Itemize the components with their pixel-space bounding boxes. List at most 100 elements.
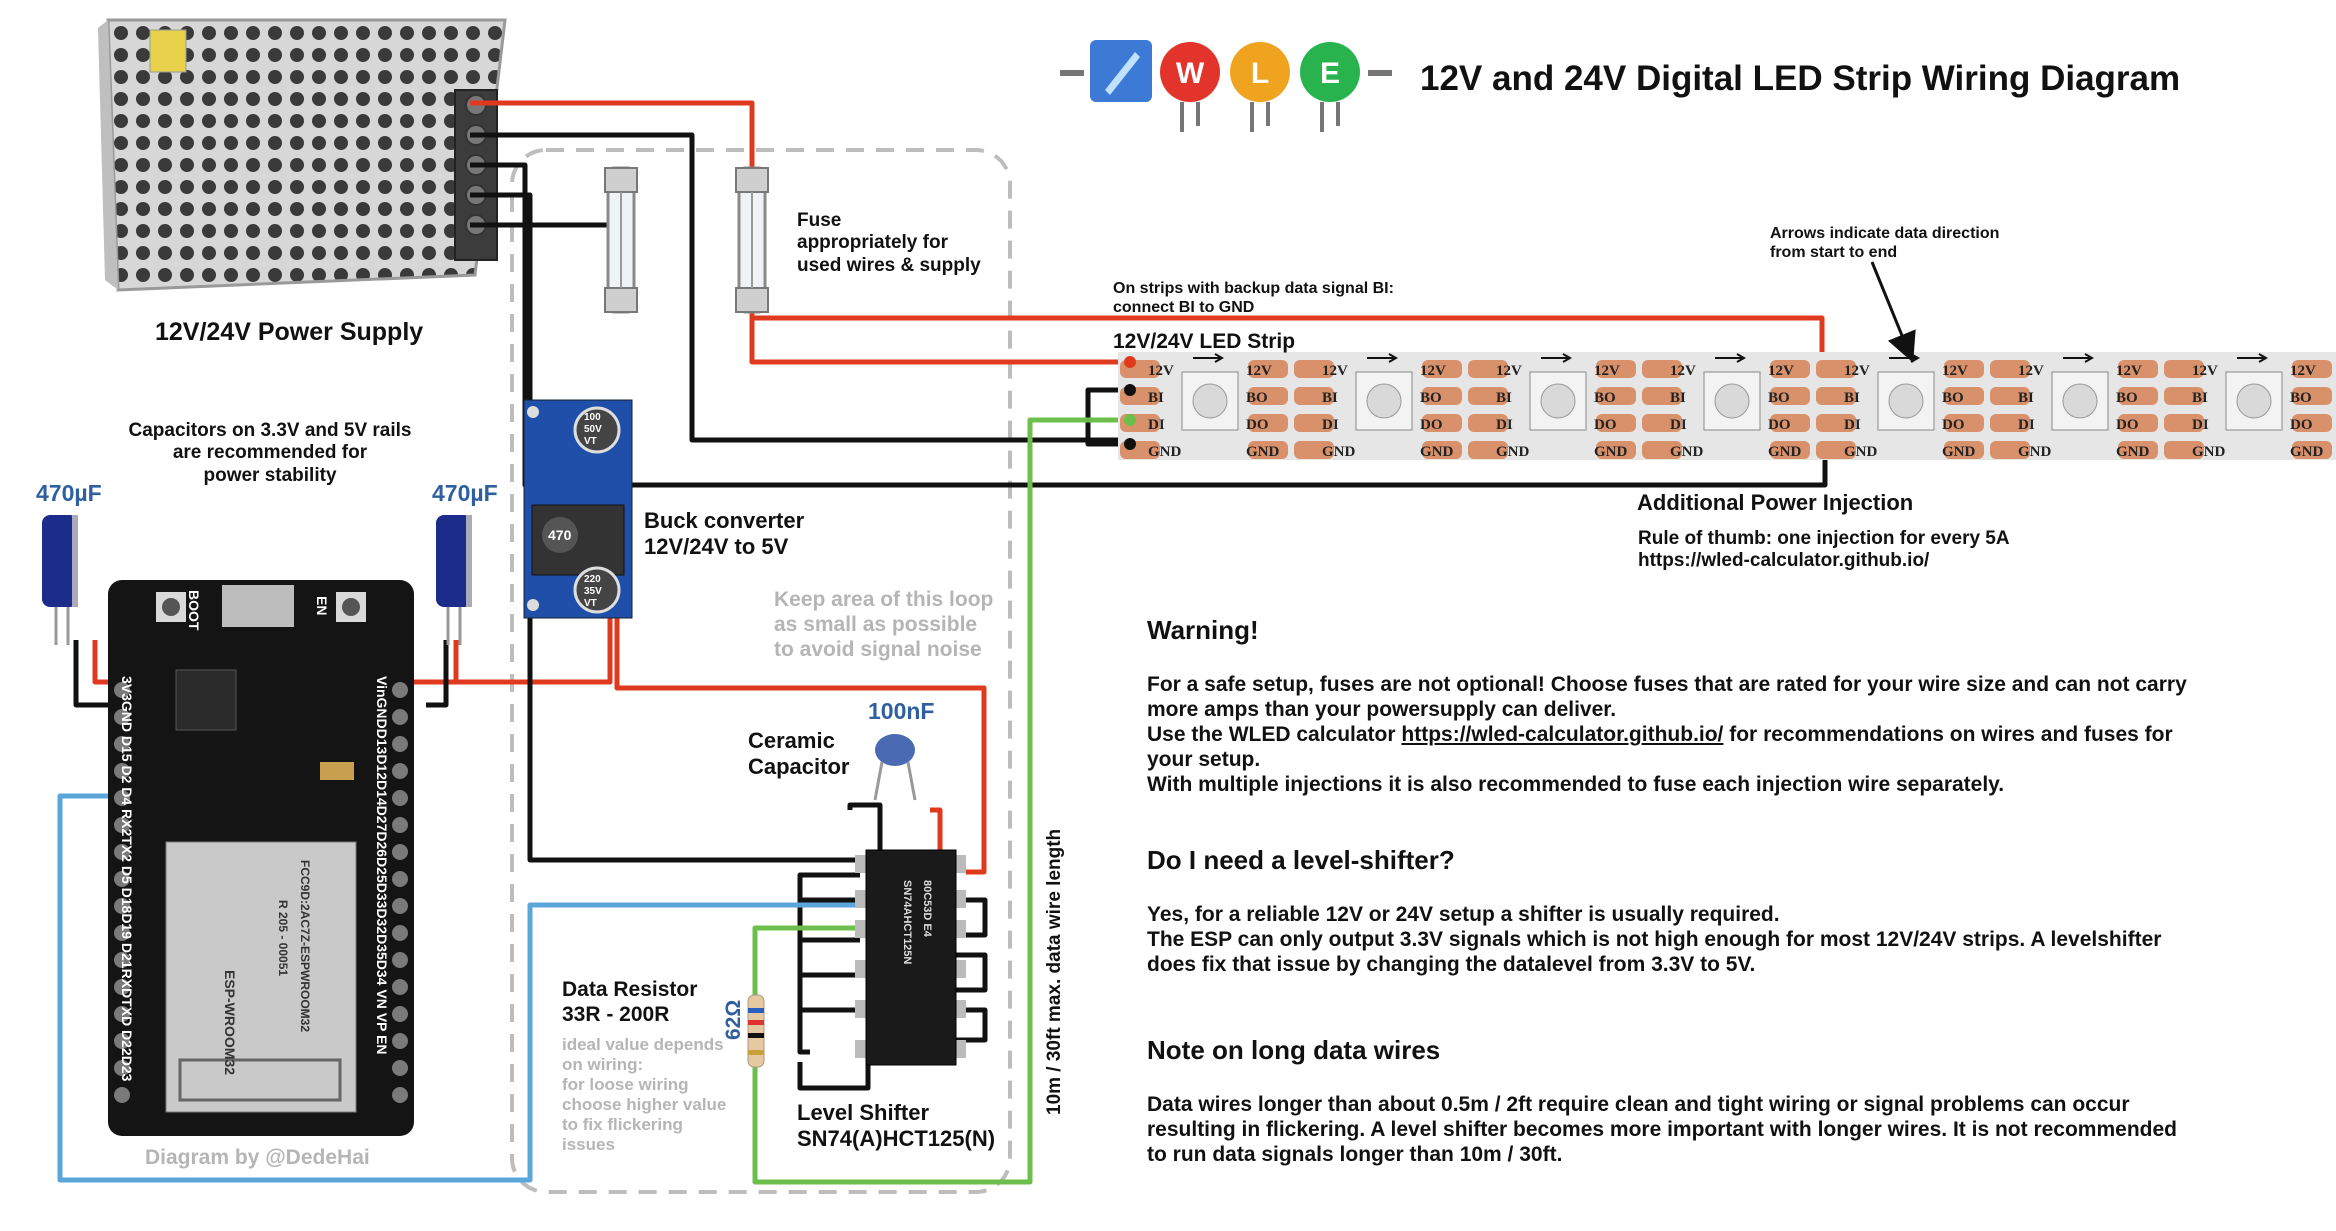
strip-pad-label: DI	[1670, 417, 1687, 433]
esp-pin-hole	[114, 898, 130, 914]
strip-pad-label: BI	[1844, 390, 1860, 406]
data-wire-strip	[752, 417, 1130, 1185]
notes-paragraph: Use the WLED calculator https://wled-cal…	[1147, 723, 2173, 771]
strip-pad	[1642, 360, 1682, 378]
strip-pad-label: 12V	[1942, 363, 1968, 379]
level-shifter-chip	[855, 849, 966, 1066]
strip-pad	[1294, 387, 1334, 405]
buck-cap-bottom-1: 220	[584, 574, 601, 585]
buck-converter-label: Buck converter 12V/24V to 5V	[644, 508, 804, 560]
strip-pad	[2118, 441, 2158, 459]
esp-en-label: EN	[314, 596, 330, 616]
data-direction-mini-arrow	[2063, 353, 2095, 363]
arrows-note: Arrows indicate data direction from star…	[1770, 225, 1999, 263]
strip-pad-label: 12V	[2192, 363, 2218, 379]
notes-section: Warning!For a safe setup, fuses are not …	[1147, 615, 2197, 797]
strip-pad	[1816, 414, 1856, 432]
esp-pin-hole	[392, 1087, 408, 1103]
credit: Diagram by @DedeHai	[145, 1146, 370, 1169]
level-shifter-label: Level Shifter SN74(A)HCT125(N)	[797, 1100, 995, 1152]
loop-note-line3: to avoid signal noise	[774, 637, 982, 661]
esp-pin-hole	[114, 844, 130, 860]
logo-letter-l: L	[1251, 57, 1269, 90]
strip-pad	[2292, 414, 2332, 432]
esp-pin-hole	[114, 682, 130, 698]
strip-pad	[1944, 360, 1984, 378]
capacitors-note: Capacitors on 3.3V and 5V rails are reco…	[125, 420, 415, 487]
esp-pin-hole	[392, 1006, 408, 1022]
notes-paragraph: For a safe setup, fuses are not optional…	[1147, 673, 2187, 721]
strip-12v-connector	[1124, 356, 1136, 368]
strip-di-connector	[1124, 414, 1136, 426]
strip-pad-label: GND	[2116, 444, 2150, 460]
logo-letter-e: E	[1320, 57, 1340, 90]
strip-pad-label: 12V	[2018, 363, 2044, 379]
loop-note-line2: as small as possible	[774, 612, 978, 636]
strip-pad	[1294, 360, 1334, 378]
data-direction-mini-arrow	[1193, 353, 1225, 363]
buck-cap-bottom-3: VT	[584, 598, 597, 609]
buck-cap-top-1: 100	[584, 412, 601, 423]
strip-pad-label: 12V	[1148, 363, 1174, 379]
strip-pad	[1642, 441, 1682, 459]
esp-pin-hole	[392, 979, 408, 995]
strip-pad	[1770, 360, 1810, 378]
strip-pad-label: 12V	[1420, 363, 1446, 379]
strip-pad	[1468, 414, 1508, 432]
esp-pin-hole	[392, 1033, 408, 1049]
strip-pad	[2164, 414, 2204, 432]
strip-pad-label: BO	[2116, 390, 2138, 406]
rule-note: Rule of thumb: one injection for every 5…	[1638, 528, 2010, 573]
strip-pad	[2292, 387, 2332, 405]
strip-pad	[1596, 414, 1636, 432]
capacitor-right	[436, 515, 472, 645]
strip-pad-label: DO	[1420, 417, 1443, 433]
esp-pin-hole	[392, 763, 408, 779]
fuse-left	[604, 166, 638, 314]
arrows-note-line2: from start to end	[1770, 243, 1898, 261]
strip-pad-label: GND	[1594, 444, 1628, 460]
data-wire-esp	[57, 793, 860, 1183]
power-supply-label: 12V/24V Power Supply	[155, 318, 424, 346]
strip-pad-label: BO	[1246, 390, 1268, 406]
strip-pad	[1944, 387, 1984, 405]
data-resistor	[747, 994, 765, 1068]
strip-pad	[1990, 360, 2030, 378]
strip-pad	[1770, 387, 1810, 405]
strip-pad-label: BO	[1420, 390, 1442, 406]
logo-letter-w: W	[1176, 57, 1205, 90]
data-direction-arrow	[1870, 261, 1916, 363]
strip-pad	[1816, 360, 1856, 378]
esp-pin-hole	[392, 682, 408, 698]
esp-pin-hole	[392, 709, 408, 725]
strip-pad	[1248, 441, 1288, 459]
loop-note-line1: Keep area of this loop	[774, 588, 994, 611]
strip-pad-label: 12V	[1768, 363, 1794, 379]
strip-pad-label: GND	[2290, 444, 2324, 460]
esp-pin-hole	[392, 817, 408, 833]
esp-pin-hole	[114, 925, 130, 941]
esp32-pin-holes	[114, 682, 408, 1103]
strip-pad-label: GND	[1670, 444, 1704, 460]
notes-paragraph: Yes, for a reliable 12V or 24V setup a s…	[1147, 903, 1780, 926]
esp-pin-hole	[114, 1006, 130, 1022]
esp-pin-hole	[392, 898, 408, 914]
backup-note-line1: On strips with backup data signal BI:	[1113, 280, 1394, 297]
wled-calculator-link[interactable]: https://wled-calculator.github.io/	[1401, 723, 1724, 746]
strip-pad-label: BI	[1322, 390, 1338, 406]
strip-pad	[1944, 441, 1984, 459]
strip-pad-label: DO	[2290, 417, 2313, 433]
strip-pad-label: GND	[1246, 444, 1280, 460]
strip-pad-label: 12V	[2116, 363, 2142, 379]
fuse-label-line3: used wires & supply	[797, 254, 981, 276]
strip-pad-label: 12V	[1844, 363, 1870, 379]
capacitors-note-line3: power stability	[203, 464, 337, 486]
strip-gnd-connector	[1124, 438, 1136, 450]
strip-pad	[1422, 360, 1462, 378]
fuse-label: Fuse appropriately for used wires & supp…	[797, 210, 981, 277]
strip-pad-label: BO	[1594, 390, 1616, 406]
power-injection-label: Additional Power Injection	[1637, 490, 1914, 515]
strip-pad-label: GND	[1768, 444, 1802, 460]
strip-pad-label: DI	[1148, 417, 1165, 433]
strip-pad	[1468, 387, 1508, 405]
